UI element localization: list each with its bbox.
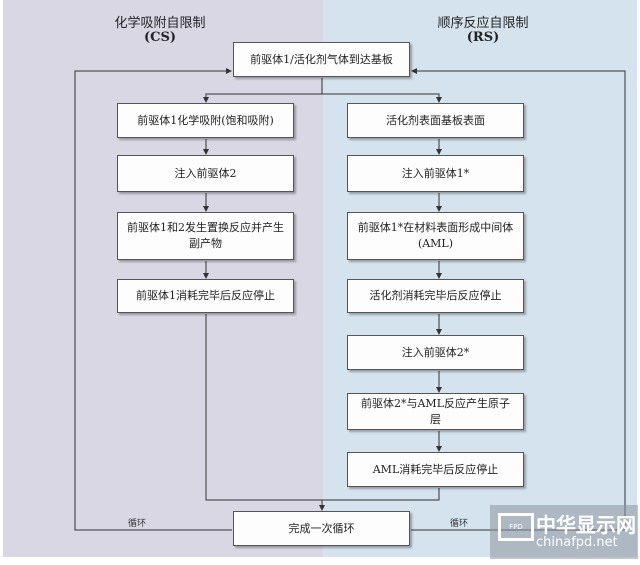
rs-step-7: AML消耗完毕后反应停止 (347, 452, 524, 487)
rs-step-5: 注入前驱体2* (347, 335, 524, 370)
loop-label-left: 循环 (128, 519, 147, 529)
rs-step-1: 活化剂表面基板表面 (347, 103, 524, 138)
top-box: 前驱体1/活化剂气体到达基板 (233, 42, 410, 77)
cs-title: 化学吸附自限制 (114, 16, 206, 31)
cs-abbr: (CS) (143, 30, 177, 45)
rs-title: 顺序反应自限制 (437, 16, 529, 31)
rs-step-3: 前驱体1*在材料表面形成中间体(AML) (347, 212, 524, 260)
cs-step-4: 前驱体1消耗完毕后反应停止 (117, 279, 294, 313)
rs-abbr: (RS) (466, 30, 500, 45)
watermark-name: 中华显示网 (536, 513, 636, 537)
rs-step-4: 活化剂消耗完毕后反应停止 (347, 279, 524, 313)
bottom-box: 完成一次循环 (233, 511, 410, 546)
cs-step-2: 注入前驱体2 (117, 155, 294, 192)
monitor-logo-icon: FPD (498, 513, 534, 541)
watermark-url: chinafpd.net (536, 535, 618, 550)
rs-step-2: 注入前驱体1* (347, 155, 524, 192)
cs-step-3: 前驱体1和2发生置换反应并产生副产物 (117, 212, 294, 260)
loop-label-right: 循环 (450, 519, 469, 529)
rs-step-6: 前驱体2*与AML反应产生原子层 (347, 393, 524, 430)
watermark: FPD 中华显示网 chinafpd.net (490, 505, 638, 559)
cs-step-1: 前驱体1化学吸附(饱和吸附) (117, 103, 294, 138)
cs-panel (3, 0, 323, 557)
